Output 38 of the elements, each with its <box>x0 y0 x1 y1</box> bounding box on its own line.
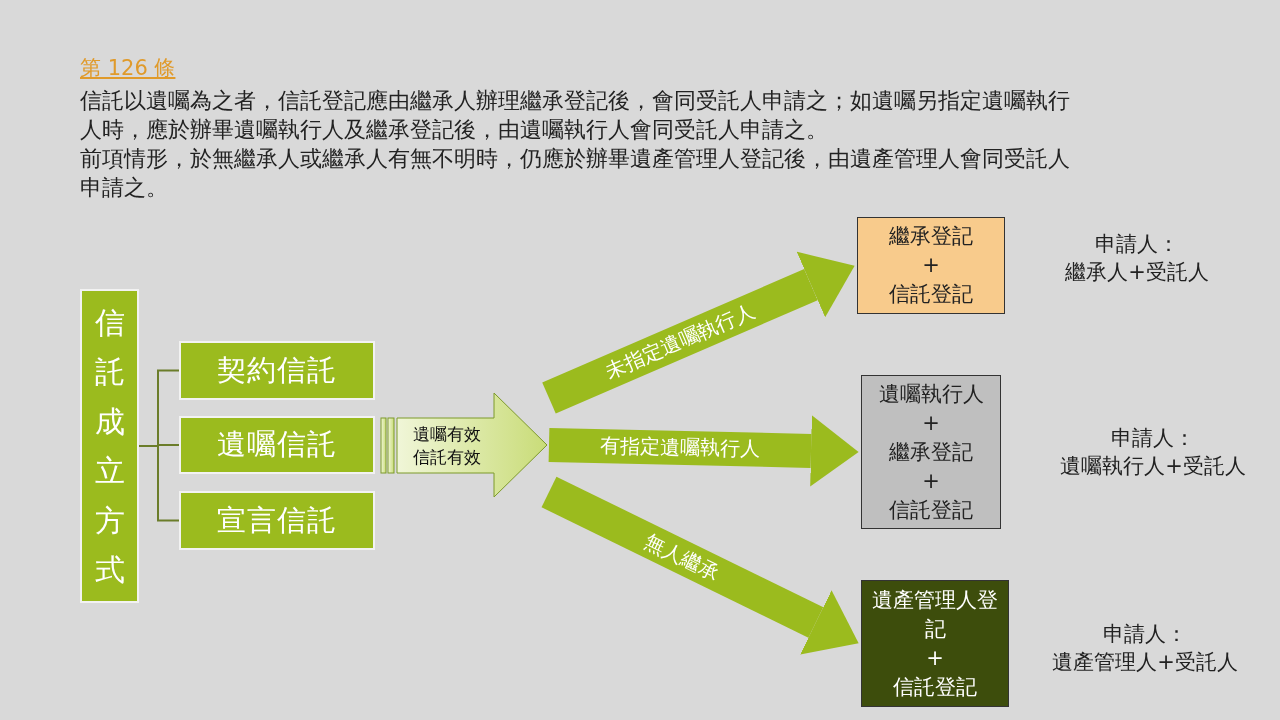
block-arrow <box>541 476 859 655</box>
node-text: 信託成立方式 <box>94 303 125 589</box>
result-box <box>861 375 1001 529</box>
node-text: 遺囑執行人 <box>877 380 985 408</box>
result-box <box>857 217 1005 314</box>
applicant-note: 申請人： <box>1110 425 1196 452</box>
node-text: + <box>921 409 941 437</box>
edge-label: 有指定遺囑執行人 <box>599 432 761 464</box>
node-text: 遺囑有效信託有效 <box>412 423 482 468</box>
node-text: 繼承登記 <box>888 438 974 466</box>
category-title-box <box>80 289 139 603</box>
edge-label: 未指定遺囑執行人 <box>601 297 759 386</box>
node-text: 信託登記 <box>892 673 978 701</box>
trust-type-box <box>179 341 375 400</box>
applicant-note: 申請人： <box>1094 231 1180 258</box>
block-arrow <box>542 251 855 414</box>
result-box <box>861 580 1009 707</box>
node-text: + <box>921 467 941 495</box>
edge-label: 無人繼承 <box>640 527 725 587</box>
applicant-note: 遺囑執行人+受託人 <box>1059 453 1247 480</box>
node-text: + <box>925 644 945 672</box>
node-text: 宣言信託 <box>217 501 337 539</box>
connector-line <box>138 445 180 522</box>
node-text: 信託登記 <box>888 281 974 308</box>
node-text: 契約信託 <box>217 351 337 389</box>
statute-text: 前項情形，於無繼承人或繼承人有無不明時，仍應於辦畢遺產管理人登記後，由遺產管理人會同受託人申請之。 <box>80 145 1071 202</box>
trust-type-box <box>179 491 375 550</box>
applicant-note: 遺產管理人+受託人 <box>1051 649 1239 676</box>
article-heading: 第 126 條 <box>80 55 176 82</box>
node-text: 信託登記 <box>888 496 974 524</box>
node-text: 遺產管理人登記 <box>871 586 999 643</box>
node-text: + <box>921 252 941 279</box>
applicant-note: 繼承人+受託人 <box>1064 259 1210 286</box>
node-text: 遺囑信託 <box>217 426 337 463</box>
node-text: 繼承登記 <box>888 223 974 250</box>
statute-text: 信託以遺囑為之者，信託登記應由繼承人辦理繼承登記後，會同受託人申請之；如遺囑另指定遺囑執行人時，應於辦畢遺囑執行人及繼承登記後，由遺囑執行人會同受託人申請之。 <box>80 87 1071 144</box>
applicant-note: 申請人： <box>1102 621 1188 648</box>
trust-type-box <box>179 416 375 474</box>
